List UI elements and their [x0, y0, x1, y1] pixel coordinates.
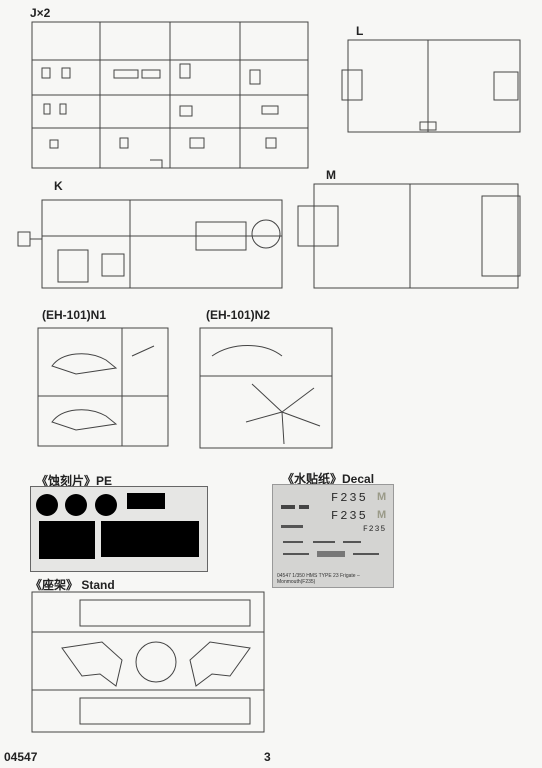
pe-parts-drawing [36, 493, 199, 559]
stand-sprue-drawing [31, 591, 265, 733]
sprue-l-title: L [356, 24, 364, 38]
sprue-n1-drawing [37, 327, 169, 447]
sprue-j-drawing [31, 21, 309, 169]
sprue-n1-title: (EH-101)N1 [42, 308, 107, 322]
decal-letter-middle: M [377, 509, 387, 521]
decal-title: 《水贴纸》Decal [282, 472, 375, 486]
sprue-k-title: K [54, 179, 63, 193]
sprue-m-drawing [297, 183, 521, 289]
product-code: 04547 [4, 750, 38, 764]
decal-letter-top: M [377, 491, 387, 503]
sprue-n2-title: (EH-101)N2 [206, 308, 271, 322]
decal-hull-number-middle: F235 [331, 509, 368, 523]
page-number: 3 [264, 750, 271, 764]
pe-title: 《蚀刻片》PE [36, 474, 113, 488]
sprue-l-drawing [341, 39, 521, 133]
sprue-n2-drawing [199, 327, 333, 449]
stand-title: 《座架》 Stand [30, 578, 115, 592]
decal-caption: 04547 1/350 HMS TYPE 23 Frigate – Monmou… [277, 573, 360, 585]
decal-hull-number-small: F235 [363, 525, 387, 534]
decal-hull-number-top: F235 [331, 491, 368, 505]
sprue-k-drawing [17, 199, 283, 289]
sprue-j-title: J×2 [30, 6, 51, 20]
sprue-m-title: M [326, 168, 336, 182]
photo-etched-fret [30, 486, 208, 572]
decal-sheet: F235 M F235 M F235 04547 1/350 HMS TYPE … [272, 484, 394, 588]
decal-markings [281, 505, 379, 557]
